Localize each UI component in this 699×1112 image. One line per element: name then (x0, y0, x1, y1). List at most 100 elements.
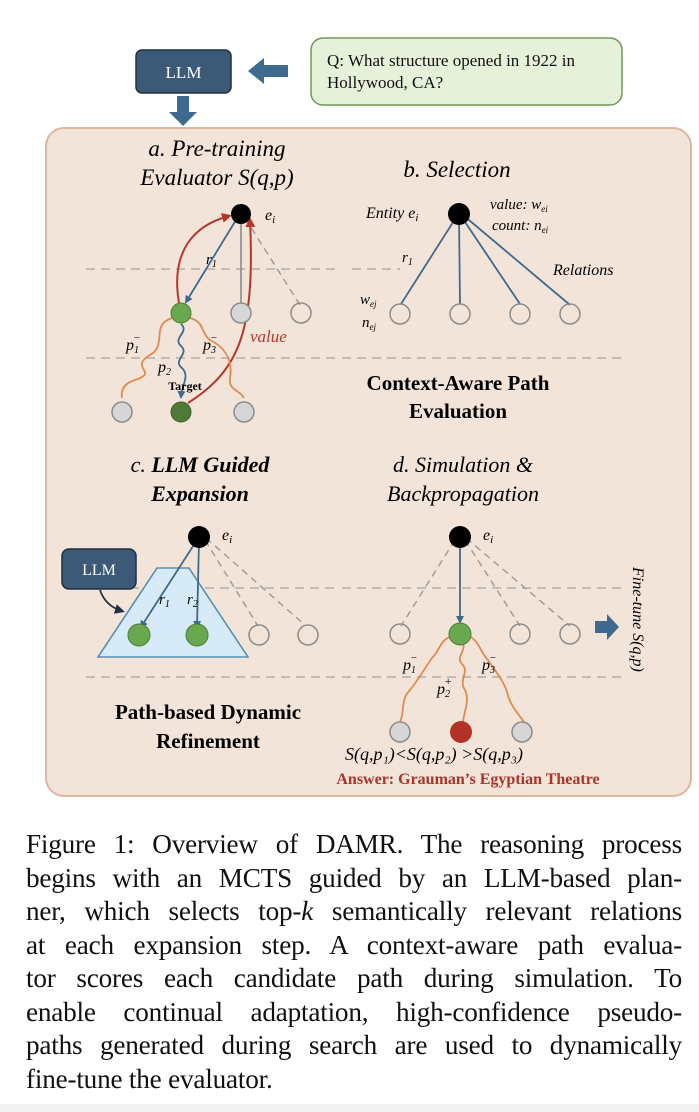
svg-text:Path-based Dynamic: Path-based Dynamic (115, 700, 301, 724)
edge-a-root-r1 (184, 219, 237, 304)
question-line-1: Q: What structure opened in 1922 in (327, 51, 576, 70)
panel-c-llm-box: LLM (61, 548, 137, 590)
node-b-child-2 (449, 303, 471, 325)
caption-line: paths generated during search are used t… (26, 1030, 682, 1060)
node-d-answer (450, 721, 472, 743)
finetune-label: Fine-tune S(q,p) (629, 566, 646, 672)
label-a-value: value (250, 327, 287, 346)
answer-label: Answer: Grauman’s Egyptian Theatre (336, 771, 599, 788)
node-a-empty (290, 302, 312, 324)
damr-overview-figure: LLM Q: What structure opened in 1922 in … (45, 37, 692, 797)
svg-text:c. LLM Guided: c. LLM Guided (131, 452, 271, 477)
svg-text:Evaluator S(q,p): Evaluator S(q,p) (139, 165, 293, 190)
page-bottom-strip (0, 1104, 699, 1112)
label-b-count: count: nei (492, 218, 549, 235)
label-a-p1: p1− (125, 332, 140, 356)
svg-text:LLM: LLM (82, 562, 116, 579)
panel-c-title: c. LLM Guided Expansion (131, 452, 271, 506)
svg-text:Refinement: Refinement (156, 729, 260, 753)
red-arrow-backprop-1 (176, 212, 232, 304)
label-d-p1: p1− (402, 652, 417, 676)
node-a-leaf-3 (233, 401, 255, 423)
node-b-entity (448, 203, 470, 225)
path-a-p2 (177, 323, 187, 399)
node-a-grey (230, 302, 252, 324)
edges-b (400, 214, 571, 306)
edge-a-root-right-dashed (244, 217, 301, 306)
node-a-selected (170, 302, 192, 324)
top-llm-box: LLM (135, 49, 232, 94)
section-title-path-based: Path-based Dynamic Refinement (115, 700, 301, 753)
path-d-p2 (458, 641, 468, 723)
edges-c-dashed (204, 537, 307, 627)
svg-text:Expansion: Expansion (150, 481, 249, 506)
node-b-child-1 (389, 303, 411, 325)
label-d-p2: p2+ (436, 674, 452, 700)
label-a-root: ei (265, 207, 275, 226)
label-b-r1: r1 (402, 250, 413, 268)
figure-caption: Figure 1: Overview of DAMR. The reasonin… (26, 828, 682, 1096)
node-d-leaf-3 (511, 721, 533, 743)
label-b-value: value: wei (490, 197, 548, 214)
node-b-child-3 (509, 303, 531, 325)
node-c-root (188, 526, 210, 548)
path-d-p3 (468, 635, 525, 723)
svg-text:Context-Aware Path: Context-Aware Path (367, 371, 550, 395)
label-b-w: wej (360, 292, 377, 309)
label-a-p2: p2 (157, 359, 171, 378)
node-d-empty-3 (559, 623, 581, 645)
caption-line: begins with an MCTS guided by an LLM-bas… (26, 862, 682, 893)
score-relation-label: S(q,p₁)<S(q,p₂) >S(q,p₃) (345, 744, 523, 765)
finetune-arrow-icon (595, 614, 619, 640)
node-a-leaf-1 (111, 401, 133, 423)
svg-text:d. Simulation &: d. Simulation & (393, 452, 534, 477)
node-d-empty-1 (389, 623, 411, 645)
svg-text:a. Pre-training: a. Pre-training (148, 136, 285, 161)
llm-to-trapezoid-arrow (99, 589, 125, 614)
label-c-r1: r1 (159, 592, 170, 610)
edges-d-dashed (400, 537, 571, 627)
section-title-context-aware: Context-Aware Path Evaluation (367, 371, 550, 423)
panel-a-title: a. Pre-training Evaluator S(q,p) (139, 136, 293, 190)
label-b-n: nej (362, 315, 376, 332)
node-d-selected (448, 622, 472, 646)
node-c-expanded-1 (127, 623, 151, 647)
node-a-root (231, 204, 251, 224)
edge-c-r1 (139, 539, 198, 629)
caption-line: fine-tune the evaluator. (26, 1063, 273, 1094)
down-arrow-icon (169, 96, 197, 126)
caption-italic-k: k (301, 896, 314, 926)
node-c-empty-1 (248, 624, 270, 646)
node-d-leaf-1 (389, 721, 411, 743)
panel-d-title: d. Simulation & Backpropagation (387, 452, 539, 506)
svg-text:Evaluation: Evaluation (409, 399, 507, 423)
svg-text:Backpropagation: Backpropagation (387, 481, 539, 506)
label-c-r2: r2 (187, 592, 198, 610)
node-c-empty-2 (297, 624, 319, 646)
red-arrow-value (187, 217, 256, 404)
node-c-expanded-2 (185, 623, 209, 647)
path-a-p3 (189, 317, 245, 399)
top-llm-label: LLM (166, 63, 202, 82)
path-d-p1 (399, 635, 453, 723)
node-d-root (449, 526, 471, 548)
node-b-child-4 (559, 303, 581, 325)
caption-line: at each expansion step. A context-aware … (26, 929, 682, 960)
label-b-relations: Relations (552, 262, 613, 279)
label-b-entity: Entity ei (365, 205, 418, 224)
caption-line: Figure 1: Overview of DAMR. The reasonin… (26, 829, 682, 859)
label-d-root: ei (483, 527, 493, 546)
caption-line: tor scores each candidate path during si… (26, 963, 682, 993)
node-d-empty-2 (509, 623, 531, 645)
label-d-p3: p3− (481, 652, 496, 676)
caption-line: ner, which selects top-k semantically re… (26, 896, 682, 926)
label-a-p3: p3− (202, 332, 217, 356)
panel-b-title: b. Selection (403, 157, 510, 182)
label-a-target: Target (168, 379, 202, 393)
edge-c-r2 (193, 539, 202, 629)
path-a-p1 (120, 317, 173, 399)
label-a-r1: r1 (206, 252, 217, 270)
question-box: Q: What structure opened in 1922 in Holl… (310, 37, 623, 106)
label-c-root: ei (222, 527, 232, 546)
left-arrow-icon (248, 58, 288, 84)
